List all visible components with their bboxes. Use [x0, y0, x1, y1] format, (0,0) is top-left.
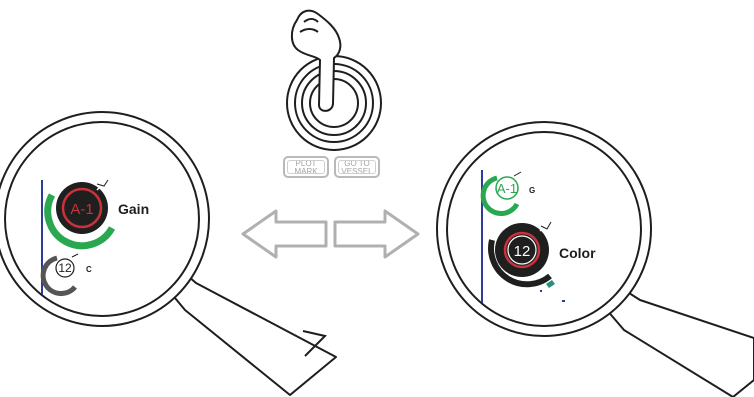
- go-to-vessel-label-line1: GO TO: [336, 160, 378, 168]
- color-knob-value: 12: [514, 243, 531, 260]
- magnifier-icon: [0, 112, 336, 395]
- gain-knob-value: A-1: [70, 201, 93, 218]
- fragment: [540, 290, 542, 292]
- color-knob-label: C: [86, 265, 92, 274]
- go-to-vessel-label-line2: VESSEL: [336, 168, 378, 176]
- color-knob-label: Color: [559, 245, 596, 261]
- go-to-vessel-button[interactable]: GO TO VESSEL: [334, 156, 380, 178]
- plot-mark-button[interactable]: PLOT MARK: [283, 156, 329, 178]
- gain-knob-label: Gain: [118, 201, 149, 217]
- gain-knob-value: A-1: [497, 181, 517, 196]
- gain-knob-label: G: [529, 186, 535, 195]
- arrow-left-icon: [243, 211, 326, 257]
- pointing-hand-icon: [292, 11, 341, 111]
- plot-mark-label-line2: MARK: [285, 168, 327, 176]
- arrow-right-icon: [335, 211, 418, 257]
- fragment: [562, 300, 565, 302]
- color-knob-value: 12: [58, 261, 72, 275]
- plot-mark-label-line1: PLOT: [285, 160, 327, 168]
